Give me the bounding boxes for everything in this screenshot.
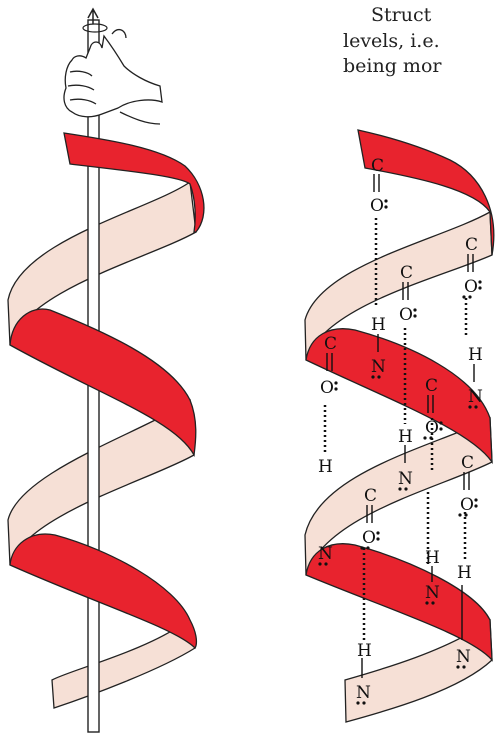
atom-n-7: N [356,683,371,703]
atom-c-4: C [324,334,337,354]
atom-o-7: O [362,528,376,548]
atom-c-7: C [364,486,377,506]
atom-n-4: N [318,544,333,564]
atom-h-7: H [357,641,372,661]
atom-n-3: N [398,469,413,489]
atom-o-3: O [464,277,478,297]
atom-h-3: H [318,457,333,477]
atom-c-2: C [400,263,413,283]
atom-n-2: N [468,387,483,407]
atom-o-5: O [425,418,439,438]
atom-h-6: H [457,563,472,583]
atom-o-1: O [370,196,384,216]
atom-n-1: N [371,357,386,377]
ribbon-front-segment-3 [10,534,196,648]
hbond-helix-illustration: C O C O H N C O H N C O H C O H N C O C … [305,130,494,722]
atom-n-5: N [425,583,440,603]
atom-h-5: H [425,548,440,568]
atom-c-5: C [425,376,438,396]
atom-c-3: C [465,235,478,255]
hand-icon [64,30,162,124]
atom-h-4: H [398,427,413,447]
atom-c-6: C [461,453,474,473]
atom-o-4: O [320,378,334,398]
rod-helix-illustration [8,9,204,732]
atom-o-2: O [399,305,413,325]
atom-h-2: H [468,345,483,365]
atom-n-6: N [456,647,471,667]
atom-o-6: O [460,495,474,515]
atom-c-1: C [371,156,384,176]
atom-h-1: H [371,315,386,335]
